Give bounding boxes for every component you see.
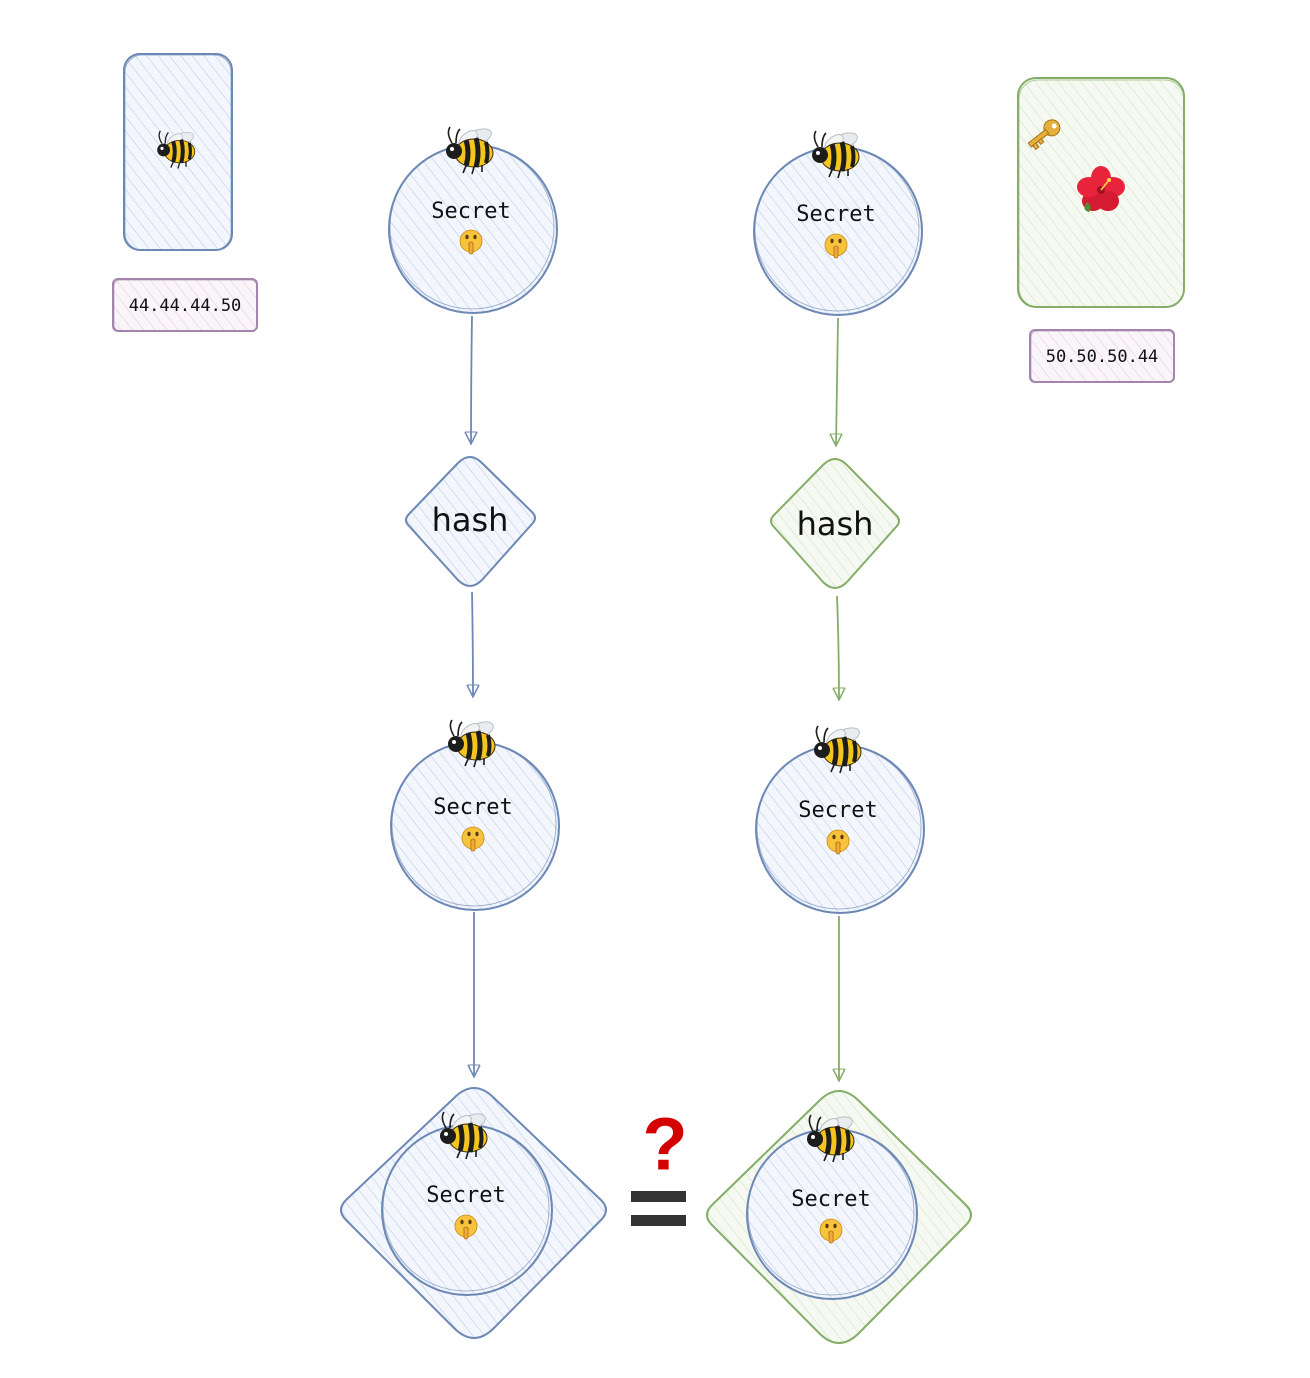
right-bottom-hashed-secret-node: Secret [706,1089,972,1345]
right-device [1017,77,1185,308]
left-ip-badge: 44.44.44.50 [112,278,258,332]
right-hash-node: hash [770,457,900,590]
right-hash-label: hash [797,505,874,543]
right-top-secret-label: Secret [796,202,875,227]
right-arrow-1 [829,317,843,447]
left-arrow-2 [466,591,480,698]
left-top-secret-node: Secret [388,126,558,314]
left-hash-label: hash [432,501,509,539]
question-mark: ? [642,1103,687,1186]
hibiscus-icon [1077,166,1125,212]
key-icon [1027,119,1061,151]
left-mid-secret-label: Secret [433,795,512,820]
left-bottom-secret-label: Secret [426,1183,505,1208]
right-ip-badge: 50.50.50.44 [1029,329,1175,383]
left-top-secret-label: Secret [431,199,510,224]
left-arrow-1 [464,315,478,445]
right-top-secret-node: Secret [753,130,923,316]
left-device [123,53,233,251]
right-arrow-3 [832,916,846,1082]
left-hash-node: hash [405,455,536,588]
left-arrow-3 [467,912,481,1078]
right-ip-text: 50.50.50.44 [1046,347,1159,367]
left-bottom-hashed-secret-node: Secret [340,1086,607,1340]
right-mid-secret-label: Secret [798,798,877,823]
left-ip-text: 44.44.44.50 [129,296,242,316]
right-arrow-2 [832,595,846,701]
right-bottom-secret-label: Secret [791,1187,870,1212]
right-mid-secret-node: Secret [755,725,925,914]
left-mid-secret-node: Secret [390,719,560,911]
equals-sign [631,1191,686,1226]
